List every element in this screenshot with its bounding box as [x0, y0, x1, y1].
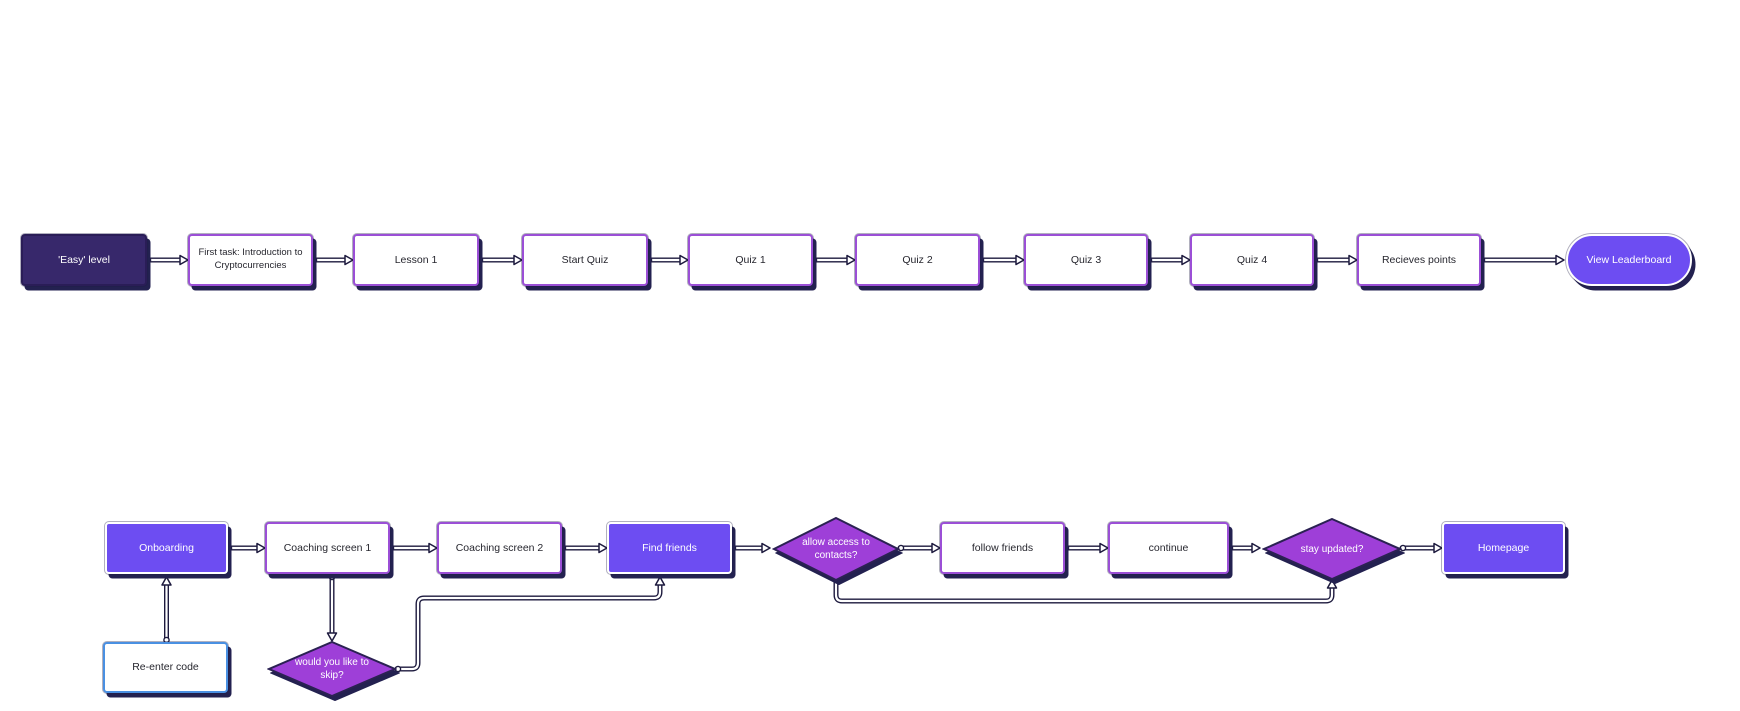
node-easy-level[interactable]: 'Easy' level [21, 234, 147, 286]
node-label: allow access to contacts? [802, 537, 870, 561]
node-label: would you like to skip? [295, 657, 369, 681]
node-label: Quiz 3 [1070, 253, 1102, 266]
node-label: Coaching screen 1 [283, 541, 372, 554]
diamond-shape [1262, 518, 1402, 580]
node-label: stay updated? [1300, 543, 1364, 555]
node-label: 'Easy' level [58, 253, 110, 266]
node-label: Recieves points [1381, 253, 1457, 266]
node-quiz-3[interactable]: Quiz 3 [1024, 234, 1148, 286]
node-quiz-1[interactable]: Quiz 1 [688, 234, 813, 286]
node-label: View Leaderboard [1586, 253, 1672, 266]
node-find-friends[interactable]: Find friends [607, 522, 732, 574]
node-view-leaderboard[interactable]: View Leaderboard [1566, 234, 1692, 286]
node-first-task[interactable]: First task: Introduction to Cryptocurren… [188, 234, 313, 286]
node-start-quiz[interactable]: Start Quiz [522, 234, 648, 286]
node-follow-friends[interactable]: follow friends [940, 522, 1065, 574]
node-label: Find friends [642, 541, 697, 554]
node-would-you-like-to-skip[interactable]: would you like to skip? [267, 641, 397, 697]
node-label: Quiz 4 [1236, 253, 1268, 266]
node-label: follow friends [971, 541, 1034, 554]
node-recieves-points[interactable]: Recieves points [1357, 234, 1481, 286]
node-quiz-4[interactable]: Quiz 4 [1190, 234, 1314, 286]
node-quiz-2[interactable]: Quiz 2 [855, 234, 980, 286]
node-label: Homepage [1477, 541, 1530, 554]
node-label: Start Quiz [561, 253, 609, 266]
node-allow-access-to-contacts[interactable]: allow access to contacts? [772, 517, 900, 581]
node-lesson-1[interactable]: Lesson 1 [353, 234, 479, 286]
node-stay-updated[interactable]: stay updated? [1262, 518, 1402, 580]
node-label: Quiz 1 [735, 253, 766, 266]
node-re-enter-code[interactable]: Re-enter code [103, 642, 228, 693]
diamond-shape [267, 641, 397, 697]
node-label: Re-enter code [132, 661, 199, 674]
node-coaching-screen-2[interactable]: Coaching screen 2 [437, 522, 562, 574]
node-coaching-screen-1[interactable]: Coaching screen 1 [265, 522, 390, 574]
diamond-shape [772, 517, 900, 581]
node-label: First task: Introduction to Cryptocurren… [198, 247, 303, 271]
node-label: Onboarding [139, 541, 194, 554]
node-continue[interactable]: continue [1108, 522, 1229, 574]
node-label: Lesson 1 [394, 253, 438, 266]
node-label: Quiz 2 [902, 253, 933, 266]
node-homepage[interactable]: Homepage [1442, 522, 1565, 574]
node-label: continue [1148, 541, 1189, 554]
node-label: Coaching screen 2 [455, 541, 544, 554]
node-onboarding[interactable]: Onboarding [105, 522, 228, 574]
